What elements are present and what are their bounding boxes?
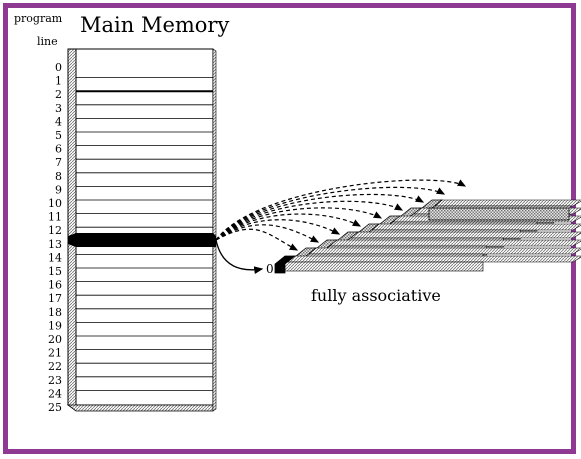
memory-line-label: 16: [48, 279, 62, 292]
memory-line-label: 8: [55, 170, 62, 183]
memory-line-label: 0: [55, 61, 62, 74]
memory-line-label: 1: [55, 75, 62, 88]
main-memory-title: Main Memory: [80, 13, 229, 37]
mapping-arrow: [215, 228, 299, 251]
memory-line-label: 13: [48, 238, 62, 251]
memory-line-label: 10: [48, 197, 62, 210]
cache-caption: fully associative: [311, 286, 441, 305]
memory-line-label: 21: [48, 347, 62, 360]
memory-bottom-face: [66, 404, 214, 412]
memory-block-highlight: [68, 233, 216, 247]
memory-line-label: 24: [48, 387, 62, 400]
memory-side-face: [67, 48, 77, 409]
memory-line-label: 22: [48, 360, 62, 373]
memory-right-edge: [212, 48, 217, 412]
line-label: line: [37, 35, 58, 48]
mapping-arrow: [215, 213, 362, 241]
memory-line-label: 7: [55, 156, 62, 169]
memory-line-label: 11: [48, 211, 62, 224]
memory-line-label: 2: [55, 88, 62, 101]
memory-line-label: 4: [55, 115, 62, 128]
mapping-arrow: [215, 224, 320, 243]
memory-line-label: 17: [48, 292, 62, 305]
memory-line-label: 23: [48, 374, 62, 387]
memory-line-label: 5: [55, 129, 62, 142]
memory-line-label: 9: [55, 183, 62, 196]
cache-stack: [274, 199, 581, 274]
memory-line-label: 19: [48, 319, 62, 332]
mapping-arrow: [215, 207, 383, 241]
memory-line-label: 18: [48, 306, 62, 319]
memory-line-label: 25: [48, 401, 62, 414]
mapping-arrow: [215, 186, 446, 241]
memory-line-label: 15: [48, 265, 62, 278]
memory-line-label: 6: [55, 143, 62, 156]
mapping-arrows: [215, 179, 467, 275]
main-memory-column: 0123456789101112131415161718192021222324…: [48, 48, 217, 414]
memory-line-label: 3: [55, 102, 62, 115]
memory-line-label: 14: [48, 251, 62, 264]
mapping-arrow-slot-0: [215, 239, 264, 275]
program-label: program: [14, 12, 63, 25]
mapping-arrow: [215, 179, 467, 241]
cache-first-slot-label: 0: [266, 262, 274, 276]
memory-line-label: 20: [48, 333, 62, 346]
memory-line-label: 12: [48, 224, 62, 237]
mapping-arrow: [215, 200, 404, 241]
mapping-arrow: [215, 193, 425, 241]
cache-back-slot: [428, 207, 570, 221]
cache-slot: [274, 255, 581, 274]
mapping-arrow: [215, 219, 341, 241]
